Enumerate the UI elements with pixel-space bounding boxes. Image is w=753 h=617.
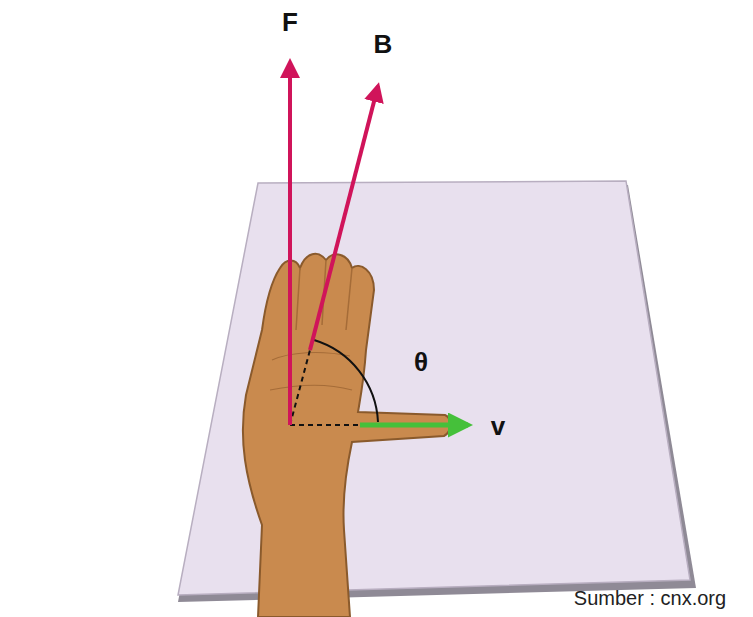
force-label: F (282, 9, 298, 35)
velocity-label: v (491, 413, 505, 439)
angle-arc (314, 340, 378, 422)
field-arrow (310, 86, 378, 350)
velocity-arrow (360, 423, 468, 428)
angle-label: θ (414, 349, 428, 375)
force-arrow (288, 62, 292, 425)
hand (243, 254, 450, 617)
field-label: B (374, 31, 393, 57)
palm-lines (270, 353, 352, 390)
source-note: Sumber : cnx.org (574, 588, 726, 608)
